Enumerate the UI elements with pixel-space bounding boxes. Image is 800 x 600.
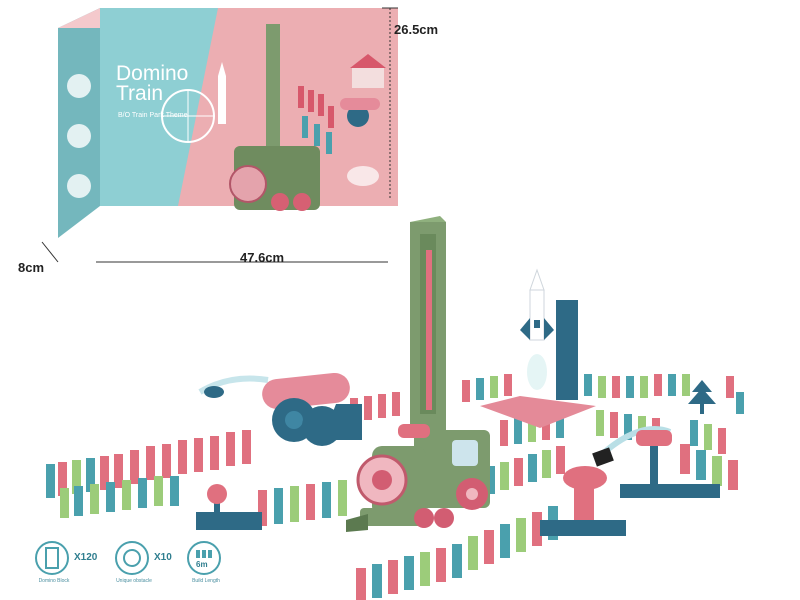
dimension-height: 26.5cm: [394, 22, 439, 37]
gear-obstacle-icon: [115, 541, 149, 575]
domino-tower: [410, 216, 446, 432]
box-title-line1: Domino: [116, 62, 189, 85]
domino-row-front: [356, 444, 738, 600]
box-title: Domino Train: [116, 62, 189, 105]
catapult-obstacle: [592, 426, 720, 498]
dimension-depth: 8cm: [18, 260, 45, 275]
age-badge: 3+: [104, 234, 128, 258]
domino-row-left: [46, 430, 251, 518]
domino-block-label: Domino Block: [38, 578, 70, 584]
dimension-width: 47.6cm: [240, 250, 285, 265]
train: [346, 424, 490, 532]
product-box: Domino Train B/O Train Park Theme 3+: [58, 6, 398, 264]
box-title-line2: Train: [116, 82, 164, 105]
tree-obstacle: [688, 380, 716, 414]
feature-domino-block: X120 Domino Block: [34, 538, 104, 594]
domino-block-count: X120: [74, 552, 98, 563]
age-badge-text: 3+: [111, 241, 121, 251]
feature-unique-obstacle: X10 Unique obstacle: [114, 538, 184, 594]
cannon: [198, 372, 362, 446]
box-illustration: [58, 8, 398, 238]
build-length-icon: [187, 541, 221, 575]
unique-obstacle-label: Unique obstacle: [116, 578, 152, 584]
domino-block-icon: [35, 541, 69, 575]
pinwheel-obstacle: [196, 484, 262, 530]
box-subtitle: B/O Train Park Theme: [118, 112, 188, 119]
domino-row-back: [462, 374, 744, 414]
build-length-count: 6m: [196, 560, 208, 569]
unique-obstacle-count: X10: [154, 552, 172, 563]
rocket-launcher: [480, 268, 596, 428]
build-length-label: Build Length: [192, 578, 220, 584]
feature-build-length: 6m Build Length: [186, 538, 236, 594]
heart-spinner: [540, 466, 626, 536]
